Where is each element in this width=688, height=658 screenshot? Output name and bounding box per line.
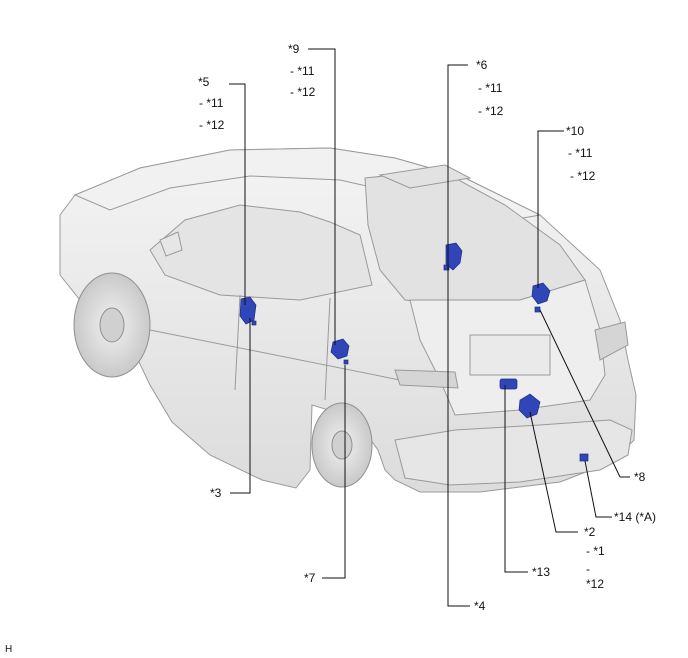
callout-3: *3 [210, 486, 222, 500]
callout-10: *10 [566, 124, 585, 138]
callout-9: *9 [288, 42, 300, 56]
tail-lamp-right [594, 321, 629, 361]
callout-8: *8 [634, 470, 646, 484]
leader-c10 [537, 130, 564, 288]
callout-10-sub-12: - *12 [570, 169, 596, 183]
component-rear-quarter-small [443, 264, 450, 271]
license-plate-area [469, 334, 551, 376]
components [239, 242, 589, 462]
vehicle-illustration [59, 147, 637, 493]
door-line-1 [234, 294, 241, 391]
component-front-door-small [251, 320, 257, 326]
leader-c13 [504, 385, 528, 573]
leader-c9-c7 [308, 48, 336, 345]
leader-lines [229, 48, 630, 607]
leader-c14 [584, 460, 612, 518]
callout-5: *5 [198, 75, 210, 89]
callout-6: *6 [476, 58, 488, 72]
tail-lamp-left [394, 369, 459, 389]
callout-2-sub-1: - *1 [586, 544, 605, 558]
leader-c3 [230, 318, 251, 494]
callout-4: *4 [474, 599, 486, 613]
callout-2-sub-dash: - [586, 562, 590, 576]
callout-6-sub-12: - *12 [478, 104, 504, 118]
callout-9-sub-12: - *12 [290, 85, 316, 99]
component-upper-back-door [531, 282, 551, 305]
callout-14-a: *14 (*A) [614, 510, 657, 524]
leader-c7 [322, 365, 346, 579]
side-windows [149, 204, 373, 301]
leader-c2 [529, 411, 578, 533]
leader-c5-c3 [229, 83, 246, 305]
leader-c8 [539, 309, 621, 478]
callout-7: *7 [304, 571, 316, 585]
callout-2: *2 [584, 525, 596, 539]
wheels [73, 272, 373, 488]
component-rear-door-small [343, 359, 349, 365]
callout-2-sub-12: *12 [586, 577, 605, 591]
component-back-door-handle [499, 378, 518, 390]
component-back-door-lock [518, 393, 541, 419]
leader-c6-c4 [447, 64, 470, 607]
component-rear-quarter [445, 242, 463, 271]
callout-10-sub-11: - *11 [568, 146, 593, 160]
rear-bumper [394, 419, 633, 486]
callout-13: *13 [532, 565, 551, 579]
figure-code: H [5, 644, 13, 655]
callout-9-sub-11: - *11 [290, 64, 315, 78]
front-wheel-hub [99, 307, 125, 343]
component-front-door [239, 296, 257, 325]
body-crease [149, 329, 401, 381]
side-mirror [159, 231, 183, 257]
component-bumper-sensor [579, 453, 589, 462]
door-line-2 [324, 297, 331, 401]
callout-5-sub-12: - *12 [199, 118, 225, 132]
component-upper-back-door-small [534, 306, 541, 313]
callout-6-sub-11: - *11 [478, 81, 503, 95]
rear-wheel-hub [331, 430, 353, 460]
callout-5-sub-11: - *11 [199, 96, 224, 110]
